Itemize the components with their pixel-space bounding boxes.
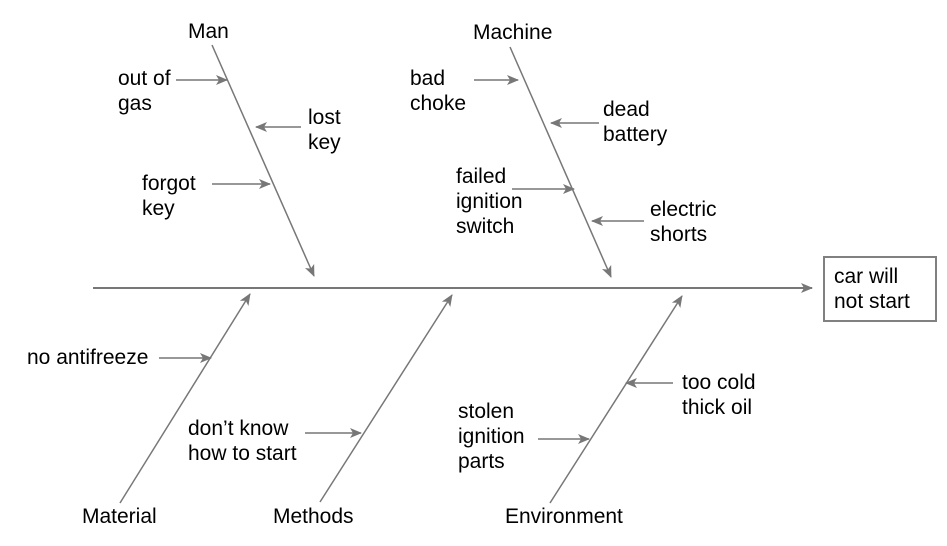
effect-label: car will not start [834, 265, 910, 313]
methods-branch-line [319, 294, 453, 503]
cause-label-forgot-key: forgot key [142, 172, 196, 220]
cause-label-failed-ignition-switch: failed ignition switch [456, 165, 523, 238]
effect-box: car will not start [823, 256, 937, 322]
category-label-machine: Machine [473, 21, 553, 44]
category-label-man: Man [188, 20, 229, 43]
cause-label-bad-choke: bad choke [410, 67, 467, 115]
cause-label-dont-know-how-to-start: don’t know how to start [188, 417, 297, 465]
man-branch-line [211, 44, 315, 277]
category-label-environment: Environment [505, 505, 623, 528]
material-branch-line [119, 293, 251, 504]
cause-label-electric-shorts: electric shorts [650, 198, 717, 246]
cause-label-stolen-ignition-parts: stolen ignition parts [458, 400, 525, 473]
cause-label-out-of-gas: out of gas [118, 67, 171, 115]
cause-label-too-cold-thick-oil: too cold thick oil [682, 371, 756, 419]
environment-branch-line [549, 295, 683, 504]
cause-label-lost-key: lost key [308, 106, 341, 154]
category-label-methods: Methods [273, 505, 354, 528]
cause-label-dead-battery: dead battery [603, 98, 668, 146]
category-label-material: Material [82, 505, 157, 528]
cause-label-no-antifreeze: no antifreeze [27, 346, 149, 369]
machine-branch-line [509, 46, 612, 278]
